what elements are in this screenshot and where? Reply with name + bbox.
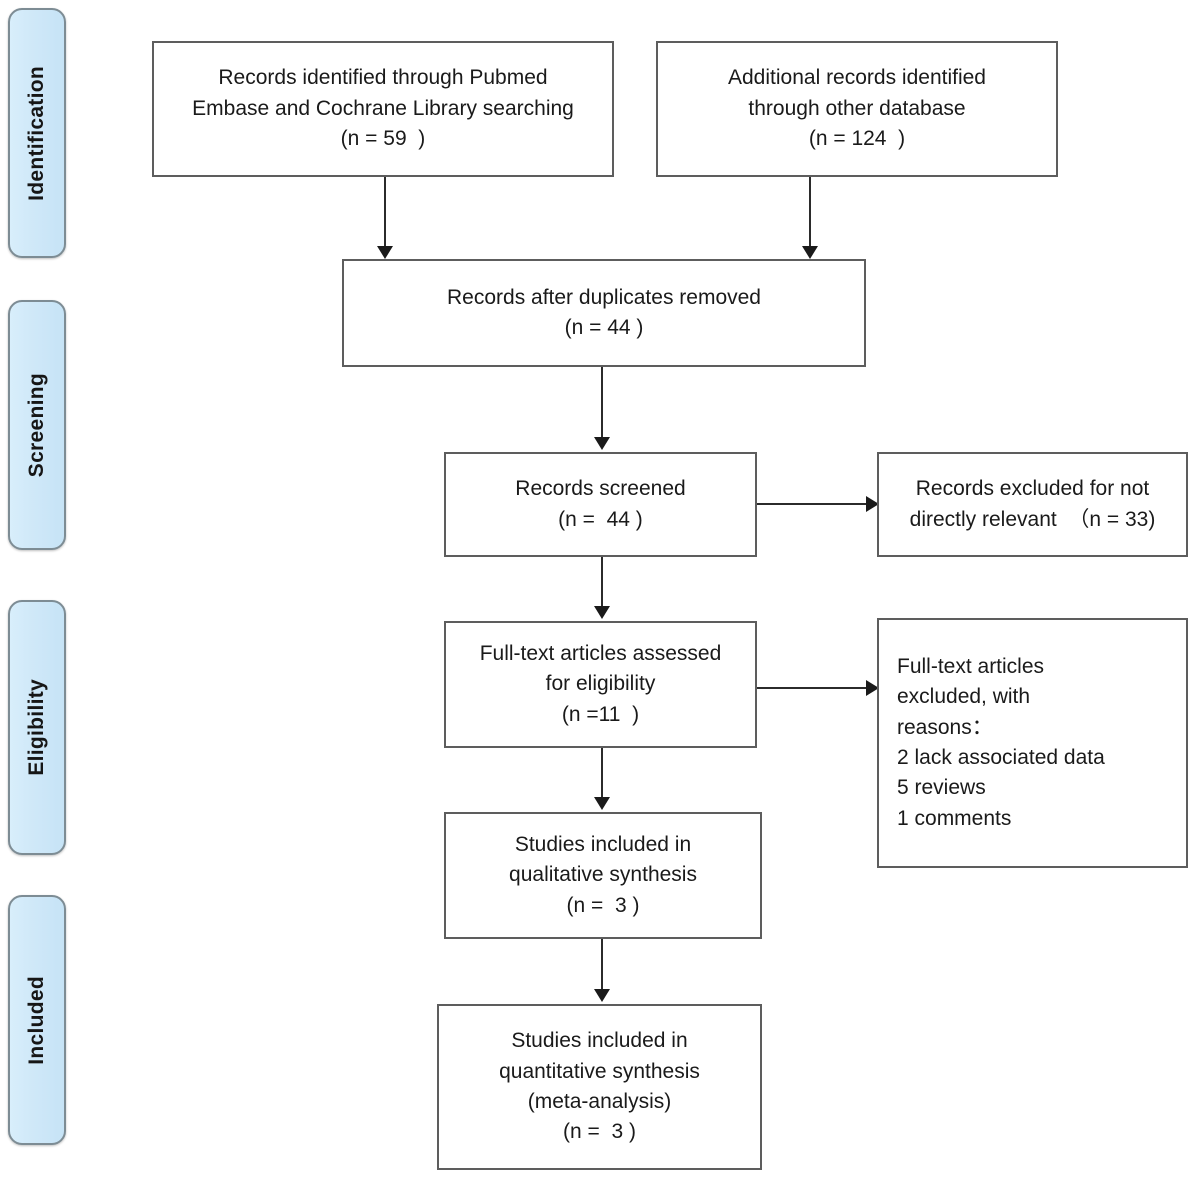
stage-label-included-text: Included [25,975,48,1065]
box-records-identified-line-2: Embase and Cochrane Library searching [192,96,574,120]
connector-identified-to-duplicates [384,177,386,249]
box-fulltext-excluded-line-6: 1 comments [897,806,1012,830]
connector-fulltext-to-excluded [757,687,869,689]
box-fulltext-assessed: Full-text articles assessed for eligibil… [444,621,757,748]
connector-additional-to-duplicates [809,177,811,249]
box-fulltext-assessed-line-1: Full-text articles assessed [479,641,722,665]
box-records-screened-line-2: (n = 44 ) [558,507,643,531]
arrowhead-screened-to-fulltext [594,606,610,619]
arrowhead-fulltext-to-excluded [866,680,879,696]
stage-label-screening: Screening [8,300,66,550]
arrowhead-duplicates-to-screened [594,437,610,450]
box-fulltext-excluded-line-2: excluded, with [897,685,1031,709]
stage-label-included: Included [8,895,66,1145]
box-records-identified: Records identified through Pubmed Embase… [152,41,614,177]
box-fulltext-excluded-line-3: reasons： [897,715,993,739]
box-duplicates-removed: Records after duplicates removed (n = 44… [342,259,866,367]
box-fulltext-assessed-line-2: for eligibility [545,672,656,696]
arrowhead-screened-to-excluded [866,496,879,512]
connector-qualitative-to-quantitative [601,939,603,992]
box-fulltext-excluded: Full-text articles excluded, with reason… [877,618,1188,868]
box-fulltext-assessed-line-3: (n =11 ) [561,702,640,726]
arrowhead-identified-to-duplicates [377,246,393,259]
box-records-excluded-line-2: directly relevant （n = 33) [909,507,1156,531]
box-records-screened: Records screened (n = 44 ) [444,452,757,557]
box-records-excluded-line-1: Records excluded for not [915,477,1150,501]
box-duplicates-removed-line-1: Records after duplicates removed [447,285,761,309]
box-additional-records: Additional records identified through ot… [656,41,1058,177]
box-additional-records-line-1: Additional records identified [728,66,986,90]
box-quantitative-synthesis-line-3: (meta-analysis) [527,1090,672,1113]
stage-label-eligibility-text: Eligibility [25,679,48,776]
connector-fulltext-to-qualitative [601,748,603,800]
box-duplicates-removed-line-2: (n = 44 ) [564,316,644,339]
connector-screened-to-excluded [757,503,869,505]
box-qualitative-synthesis-line-1: Studies included in [514,832,692,856]
arrowhead-additional-to-duplicates [802,246,818,259]
stage-label-screening-text: Screening [25,372,48,478]
box-fulltext-excluded-line-5: 5 reviews [897,776,986,800]
box-quantitative-synthesis: Studies included in quantitative synthes… [437,1004,762,1170]
box-qualitative-synthesis-line-2: qualitative synthesis [509,863,697,887]
stage-label-eligibility: Eligibility [8,600,66,855]
box-records-screened-line-1: Records screened [515,477,686,501]
stage-label-identification: Identification [8,8,66,258]
box-records-excluded: Records excluded for not directly releva… [877,452,1188,557]
box-additional-records-line-3: (n = 124 ) [808,127,906,151]
connector-duplicates-to-screened [601,367,603,439]
box-quantitative-synthesis-line-1: Studies included in [511,1029,688,1053]
connector-screened-to-fulltext [601,557,603,609]
arrowhead-fulltext-to-qualitative [594,797,610,810]
box-fulltext-excluded-line-4: 2 lack associated data [897,746,1105,769]
box-records-identified-line-3: (n = 59 ) [340,127,426,151]
box-quantitative-synthesis-line-2: quantitative synthesis [499,1059,700,1083]
box-additional-records-line-2: through other database [748,96,966,120]
box-fulltext-excluded-line-1: Full-text articles [897,654,1045,678]
box-records-identified-line-1: Records identified through Pubmed [218,66,548,90]
arrowhead-qualitative-to-quantitative [594,989,610,1002]
box-quantitative-synthesis-line-4: (n = 3 ) [563,1120,636,1144]
box-qualitative-synthesis-line-3: (n = 3 ) [566,893,640,917]
stage-label-identification-text: Identification [25,65,48,201]
box-qualitative-synthesis: Studies included in qualitative synthesi… [444,812,762,939]
